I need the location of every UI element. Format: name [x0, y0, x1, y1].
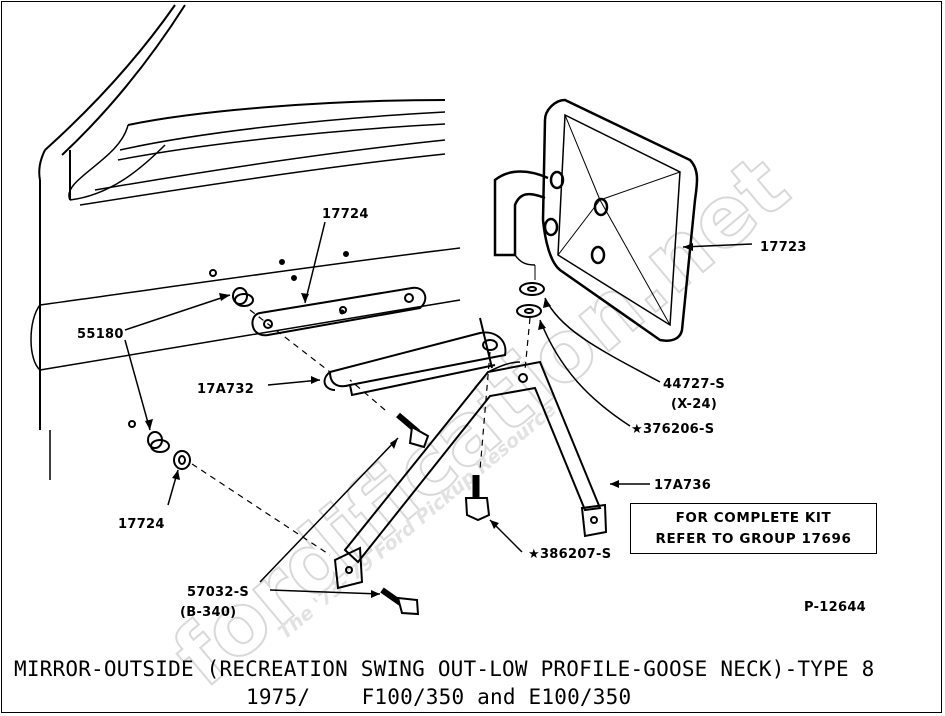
- label-386207: ★386207-S: [528, 547, 611, 562]
- leader-arrowheads: [145, 243, 693, 598]
- label-17A736: 17A736: [654, 478, 711, 493]
- bracket-strip-17724: [251, 286, 427, 337]
- upper-arm-17A732: [323, 317, 507, 397]
- label-17A732: 17A732: [197, 382, 254, 397]
- figure-number: P-12644: [804, 600, 866, 615]
- fasteners: [128, 269, 491, 616]
- label-57032: 57032-S: [187, 585, 249, 600]
- lower-arm-17A736: [333, 360, 608, 590]
- alignment-lines: [191, 309, 531, 556]
- washers-mirror: [516, 282, 545, 318]
- label-17724-top: 17724: [322, 207, 369, 222]
- caption-title: MIRROR-OUTSIDE (RECREATION SWING OUT-LOW…: [14, 657, 875, 681]
- label-376206: ★376206-S: [631, 422, 714, 437]
- label-17724-bottom: 17724: [118, 517, 165, 532]
- truck-door: [30, 4, 461, 480]
- label-55180: 55180: [77, 327, 124, 342]
- label-17723: 17723: [760, 240, 807, 255]
- kit-note-line2: REFER TO GROUP 17696: [655, 531, 852, 547]
- label-57032-sub: (B-340): [180, 605, 236, 620]
- caption-models: 1975/ F100/350 and E100/350: [246, 685, 632, 709]
- watermark: fordification.net The '73-'79 Ford Picku…: [154, 135, 808, 706]
- kit-note-box: FOR COMPLETE KIT REFER TO GROUP 17696: [630, 503, 877, 554]
- label-44727-sub: (X-24): [671, 397, 717, 412]
- kit-note-line1: FOR COMPLETE KIT: [675, 510, 832, 526]
- label-44727: 44727-S: [663, 377, 725, 392]
- mirror-head: [493, 98, 699, 342]
- watermark-text: fordification.net: [155, 136, 807, 705]
